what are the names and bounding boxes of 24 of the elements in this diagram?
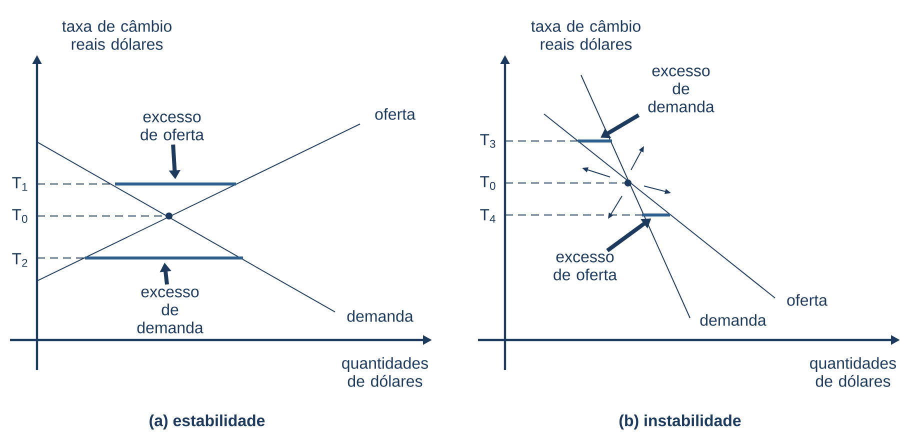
- tick-label: T$_{0}$: [12, 209, 28, 223]
- tick-label: T$_{0}$: [480, 176, 496, 190]
- panel-caption: (b) instabilidade: [619, 414, 741, 430]
- excess-bar: [115, 182, 236, 186]
- tick-label: T$_{3}$: [480, 134, 496, 148]
- curve-label: oferta: [787, 294, 828, 306]
- tick-label: T$_{2}$: [12, 253, 28, 267]
- axis-title: taxa de câmbio reais dólares: [62, 20, 172, 50]
- excess-bar: [85, 256, 243, 260]
- excess-bar: [578, 140, 612, 142]
- tick-label: T$_{4}$: [480, 209, 496, 223]
- axis-title: quantidades de dólares: [810, 357, 896, 387]
- excess-bar: [642, 213, 670, 216]
- panel-caption: (a) estabilidade: [150, 414, 265, 430]
- excess-label: excesso de demanda: [648, 68, 714, 112]
- axis-title: quantidades de dólares: [342, 357, 428, 387]
- excess-label: excesso de oferta: [140, 114, 204, 140]
- curve-label: demanda: [347, 310, 414, 322]
- curve-label: oferta: [375, 108, 416, 120]
- excess-label: excesso de oferta: [554, 254, 617, 280]
- curve-label: demanda: [700, 314, 766, 326]
- axis-title: taxa de câmbio reais dólares: [531, 20, 640, 50]
- tick-label: T$_{1}$: [12, 177, 28, 191]
- excess-label: excesso de demanda: [137, 288, 204, 334]
